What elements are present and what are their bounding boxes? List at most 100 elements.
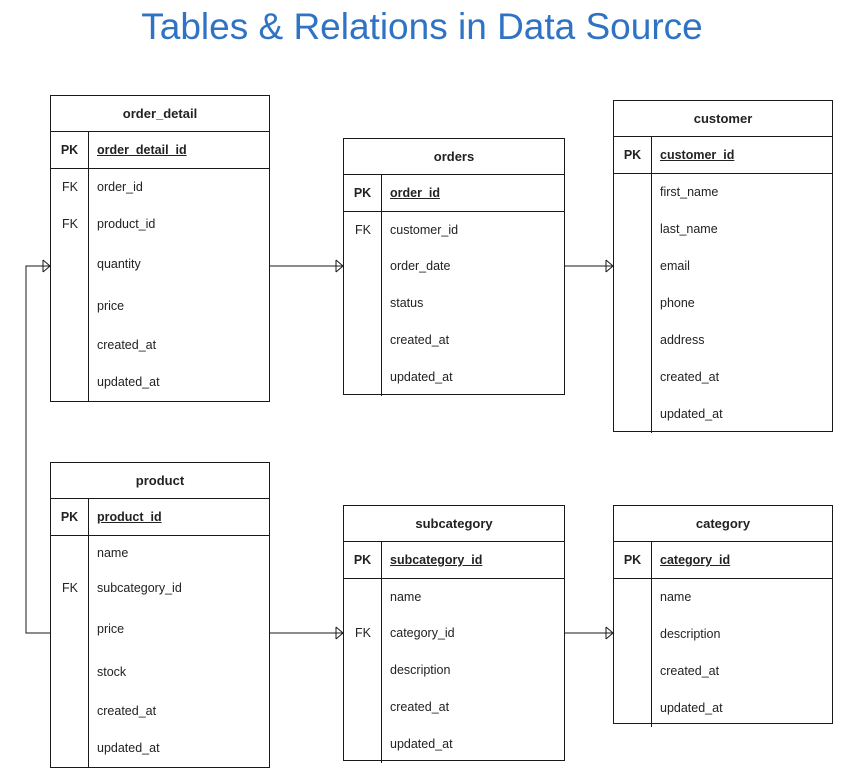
key-label xyxy=(614,690,652,727)
field-row: created_at xyxy=(344,322,564,359)
key-label xyxy=(614,248,652,285)
field-row: created_at xyxy=(51,693,269,730)
field-name: last_name xyxy=(660,222,718,236)
field-row: FK product_id xyxy=(51,206,269,243)
field-name: address xyxy=(660,333,705,347)
key-label xyxy=(51,327,89,364)
field-name: updated_at xyxy=(390,737,453,751)
key-label: FK xyxy=(62,180,78,194)
field-name: customer_id xyxy=(390,223,459,237)
field-name: updated_at xyxy=(660,701,723,715)
field-row: created_at xyxy=(344,689,564,726)
field-name: product_id xyxy=(97,510,162,524)
key-label xyxy=(51,651,89,693)
key-label xyxy=(614,359,652,396)
field-name: name xyxy=(390,590,422,604)
key-label xyxy=(614,174,652,211)
field-name: customer_id xyxy=(660,148,735,162)
field-row: name xyxy=(614,579,832,616)
field-name: created_at xyxy=(390,700,450,714)
field-name: created_at xyxy=(660,664,720,678)
field-name: price xyxy=(97,299,125,313)
field-row: name xyxy=(51,536,269,570)
field-name: created_at xyxy=(390,333,450,347)
field-row: updated_at xyxy=(51,364,269,401)
field-name: description xyxy=(390,663,451,677)
field-name: status xyxy=(390,296,424,310)
field-name: stock xyxy=(97,665,127,679)
key-label xyxy=(614,579,652,616)
key-label xyxy=(51,536,89,570)
key-label xyxy=(51,285,89,327)
field-row: price xyxy=(51,607,269,651)
field-name: updated_at xyxy=(390,370,453,384)
key-label xyxy=(344,726,382,763)
field-row: email xyxy=(614,248,832,285)
field-name: order_id xyxy=(390,186,441,200)
key-label xyxy=(344,359,382,396)
field-name: product_id xyxy=(97,217,156,231)
table-name: category xyxy=(614,506,832,542)
table-name: customer xyxy=(614,101,832,137)
field-name: price xyxy=(97,622,125,636)
field-name: email xyxy=(660,259,690,273)
key-label xyxy=(344,579,382,615)
table-name: order_detail xyxy=(51,96,269,132)
field-name: name xyxy=(97,546,129,560)
relation-line-product-order-detail xyxy=(25,265,50,634)
field-name: quantity xyxy=(97,257,141,271)
field-row: description xyxy=(344,652,564,689)
field-name: first_name xyxy=(660,185,719,199)
key-label xyxy=(344,322,382,359)
key-label xyxy=(614,322,652,359)
key-label xyxy=(51,364,89,401)
key-label xyxy=(344,285,382,322)
field-name: created_at xyxy=(660,370,720,384)
primary-key-row: PK order_id xyxy=(344,175,564,212)
field-row: updated_at xyxy=(614,690,832,727)
key-label xyxy=(614,396,652,433)
field-row: stock xyxy=(51,651,269,693)
field-row: updated_at xyxy=(344,359,564,396)
field-name: updated_at xyxy=(97,741,160,755)
field-row: created_at xyxy=(614,359,832,396)
field-name: category_id xyxy=(660,553,731,567)
field-row: first_name xyxy=(614,174,832,211)
field-name: subcategory_id xyxy=(97,581,182,595)
key-label: PK xyxy=(51,132,89,168)
key-label: PK xyxy=(344,175,382,211)
key-label xyxy=(344,248,382,285)
field-name: updated_at xyxy=(660,407,723,421)
key-label: FK xyxy=(62,217,78,231)
field-row: address xyxy=(614,322,832,359)
field-row: last_name xyxy=(614,211,832,248)
field-row: phone xyxy=(614,285,832,322)
key-label: FK xyxy=(62,581,78,595)
page-title: Tables & Relations in Data Source xyxy=(141,6,703,47)
field-name: name xyxy=(660,590,692,604)
field-row: name xyxy=(344,579,564,615)
field-row: price xyxy=(51,285,269,327)
field-row: updated_at xyxy=(344,726,564,763)
key-label xyxy=(614,653,652,690)
field-row: order_date xyxy=(344,248,564,285)
field-name: subcategory_id xyxy=(390,553,483,567)
field-name: description xyxy=(660,627,721,641)
key-label: PK xyxy=(51,499,89,535)
table-name: orders xyxy=(344,139,564,175)
field-name: order_detail_id xyxy=(97,143,187,157)
table-name: subcategory xyxy=(344,506,564,542)
field-row: created_at xyxy=(614,653,832,690)
field-row: status xyxy=(344,285,564,322)
key-label xyxy=(344,689,382,726)
